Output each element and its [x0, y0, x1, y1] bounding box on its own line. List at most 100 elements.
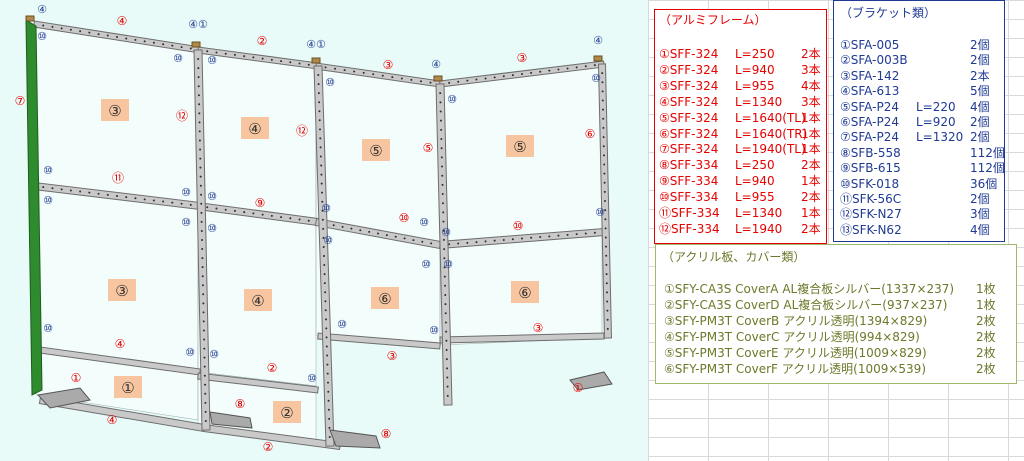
frame-hole — [204, 401, 207, 404]
frame-hole — [332, 224, 335, 227]
frame-hole — [557, 68, 560, 71]
frame-hole — [441, 183, 444, 186]
top-cap — [433, 75, 443, 82]
frame-hole — [325, 327, 328, 330]
frame-hole — [261, 213, 264, 216]
frame-hole — [442, 220, 445, 223]
red-callout: ④ — [107, 413, 118, 427]
frame-hole — [324, 309, 327, 312]
frame-part-length: L=1640(TL) — [735, 110, 806, 125]
frame-hole — [197, 58, 200, 61]
frame-hole — [202, 302, 205, 305]
frame-hole — [466, 79, 469, 82]
frame-hole — [42, 186, 45, 189]
frame-hole — [327, 408, 330, 411]
frame-hole — [475, 241, 478, 244]
bracket-part-size: L=220 — [916, 99, 956, 114]
frame-part-number: ⑩SFF-334 — [659, 190, 719, 205]
frame-hole — [606, 291, 608, 294]
frame-hole — [403, 237, 406, 240]
frame-hole — [446, 367, 449, 370]
frame-hole — [584, 65, 587, 68]
frame-hole — [243, 55, 246, 58]
frame-hole — [606, 309, 609, 312]
frame-part-number: ②SFF-324 — [659, 62, 719, 77]
frame-hole — [602, 117, 605, 120]
aluminum-frame-title: （アルミフレーム） — [659, 13, 767, 27]
blue-callout: ④① — [188, 18, 208, 31]
frame-hole — [557, 234, 560, 237]
frame-hole — [319, 137, 322, 140]
frame-part-qty: 1本 — [801, 110, 821, 125]
bracket-part-number: ⑩SFK-018 — [840, 176, 900, 191]
frame-hole — [443, 275, 446, 278]
acrylic-part-qty: 2枚 — [976, 330, 996, 344]
frame-hole — [224, 52, 227, 55]
frame-hole — [199, 184, 202, 187]
frame-hole — [603, 172, 606, 175]
frame-hole — [429, 81, 432, 84]
frame-hole — [444, 312, 447, 315]
frame-hole — [201, 275, 204, 278]
frame-hole — [327, 381, 329, 384]
bracket-part-number: ①SFA-005 — [840, 38, 900, 52]
frame-hole — [204, 392, 207, 395]
frame-hole — [319, 146, 322, 149]
frame-part-length: L=955 — [735, 78, 775, 93]
frame-hole — [321, 191, 323, 194]
post-left — [25, 19, 43, 396]
frame-hole — [201, 239, 203, 241]
frame-hole — [252, 212, 255, 215]
frame-hole — [566, 233, 569, 236]
frame-hole — [323, 264, 326, 267]
frame-hole — [575, 233, 578, 236]
frame-part-qty: 2本 — [801, 47, 821, 61]
top-cap — [25, 15, 35, 22]
red-callout: ② — [257, 34, 268, 48]
frame-hole — [233, 53, 236, 56]
frame-hole — [484, 77, 487, 80]
frame-hole — [143, 198, 146, 201]
frame-hole — [200, 202, 203, 205]
frame-hole — [197, 85, 200, 88]
frame-hole — [261, 57, 264, 60]
bracket-part-number: ⑥SFA-P24 — [840, 115, 899, 129]
frame-hole — [88, 191, 91, 194]
frame-part-length: L=940 — [735, 62, 775, 77]
frame-hole — [603, 190, 606, 193]
foot-center — [329, 429, 381, 449]
acrylic-part-qty: 2枚 — [976, 314, 996, 328]
frame-hole — [604, 200, 606, 202]
frame-hole — [445, 339, 448, 342]
frame-hole — [88, 31, 91, 34]
frame-hole — [325, 345, 328, 348]
frame-hole — [202, 311, 205, 314]
frame-hole — [445, 358, 448, 361]
frame-hole — [605, 273, 608, 276]
frame-part-number: ⑦SFF-324 — [659, 142, 719, 157]
frame-hole — [60, 188, 63, 191]
red-callout: ⑫ — [296, 124, 308, 138]
frame-part-number: ⑥SFF-324 — [659, 126, 719, 141]
frame-hole — [448, 81, 451, 84]
frame-hole — [327, 390, 330, 393]
frame-hole — [325, 336, 328, 339]
panel-label: ② — [280, 404, 293, 422]
blue-callout: ⑩ — [591, 72, 601, 85]
blue-callout: ④① — [306, 38, 326, 51]
frame-hole — [189, 203, 192, 206]
frame-hole — [377, 232, 379, 235]
acrylic-part-desc: ⑥SFY-PM3T CoverF アクリル透明(1009×539) — [664, 362, 927, 376]
frame-hole — [97, 192, 100, 195]
frame-hole — [439, 110, 442, 113]
frame-hole — [446, 376, 449, 379]
frame-hole — [325, 318, 327, 321]
red-callout: ① — [573, 381, 584, 395]
frame-hole — [326, 372, 329, 375]
frame-hole — [444, 303, 447, 306]
frame-hole — [199, 166, 202, 169]
red-callout: ③ — [533, 321, 544, 335]
frame-hole — [444, 284, 447, 287]
frame-hole — [439, 92, 442, 95]
acrylic-part-desc: ③SFY-PM3T CoverB アクリル透明(1394×829) — [664, 314, 928, 328]
